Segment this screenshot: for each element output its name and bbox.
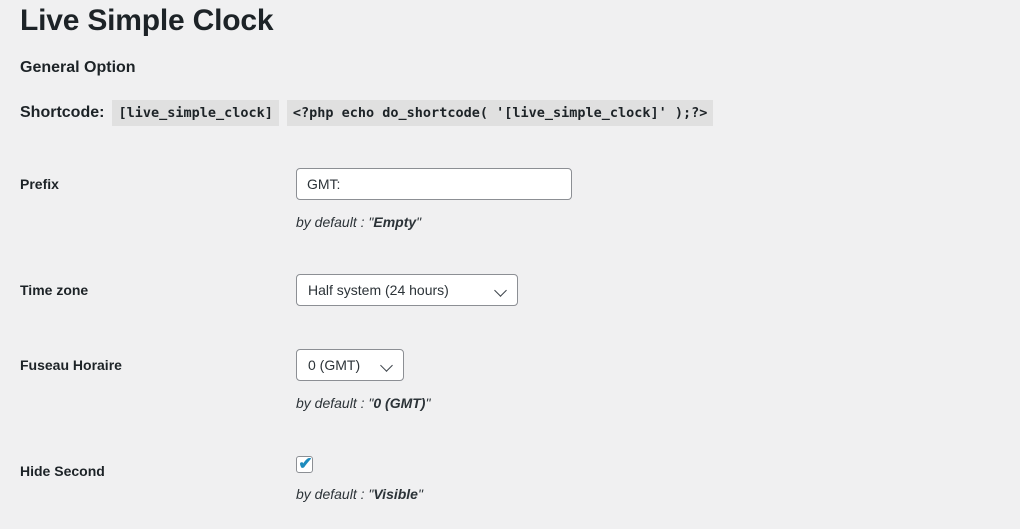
helper-fuseau-text: by default : " xyxy=(296,395,374,411)
helper-prefix-text: by default : " xyxy=(296,214,374,230)
helper-hide-second-text: by default : " xyxy=(296,486,374,502)
helper-hide-second-value: Visible xyxy=(373,486,418,502)
fuseau-horaire-selected-value: 0 (GMT) xyxy=(308,357,361,373)
fuseau-horaire-control: 0 (GMT) xyxy=(296,349,404,381)
hide-second-checkbox[interactable]: ✔ xyxy=(296,454,313,473)
label-fuseau-horaire: Fuseau Horaire xyxy=(20,357,122,373)
helper-prefix-suffix: " xyxy=(416,214,422,230)
shortcode-row: Shortcode: [live_simple_clock] <?php ech… xyxy=(20,100,714,126)
helper-fuseau-horaire: by default : "0 (GMT)" xyxy=(296,393,430,413)
chevron-down-icon xyxy=(381,359,394,372)
helper-hide-second-suffix: " xyxy=(417,486,423,502)
time-zone-select[interactable]: Half system (24 hours) xyxy=(296,274,518,306)
checkmark-icon: ✔ xyxy=(298,454,313,473)
label-prefix: Prefix xyxy=(20,176,59,192)
helper-prefix-value: Empty xyxy=(373,214,417,230)
label-hide-second: Hide Second xyxy=(20,463,105,479)
page-title: Live Simple Clock xyxy=(20,4,274,37)
helper-prefix: by default : "Empty" xyxy=(296,212,421,232)
helper-fuseau-suffix: " xyxy=(425,395,431,411)
shortcode-label: Shortcode: xyxy=(20,104,105,121)
hide-second-control: ✔ xyxy=(296,454,313,478)
fuseau-horaire-select[interactable]: 0 (GMT) xyxy=(296,349,404,381)
prefix-input[interactable] xyxy=(296,168,572,200)
chevron-down-icon xyxy=(495,284,508,297)
helper-hide-second: by default : "Visible" xyxy=(296,484,423,504)
section-heading-general-option: General Option xyxy=(20,59,136,76)
shortcode-chip-basic[interactable]: [live_simple_clock] xyxy=(112,100,279,126)
shortcode-chip-php[interactable]: <?php echo do_shortcode( '[live_simple_c… xyxy=(286,100,714,126)
time-zone-selected-value: Half system (24 hours) xyxy=(308,282,449,298)
prefix-control xyxy=(296,168,572,200)
label-time-zone: Time zone xyxy=(20,282,89,298)
helper-fuseau-value: 0 (GMT) xyxy=(373,395,426,411)
time-zone-control: Half system (24 hours) xyxy=(296,274,518,306)
